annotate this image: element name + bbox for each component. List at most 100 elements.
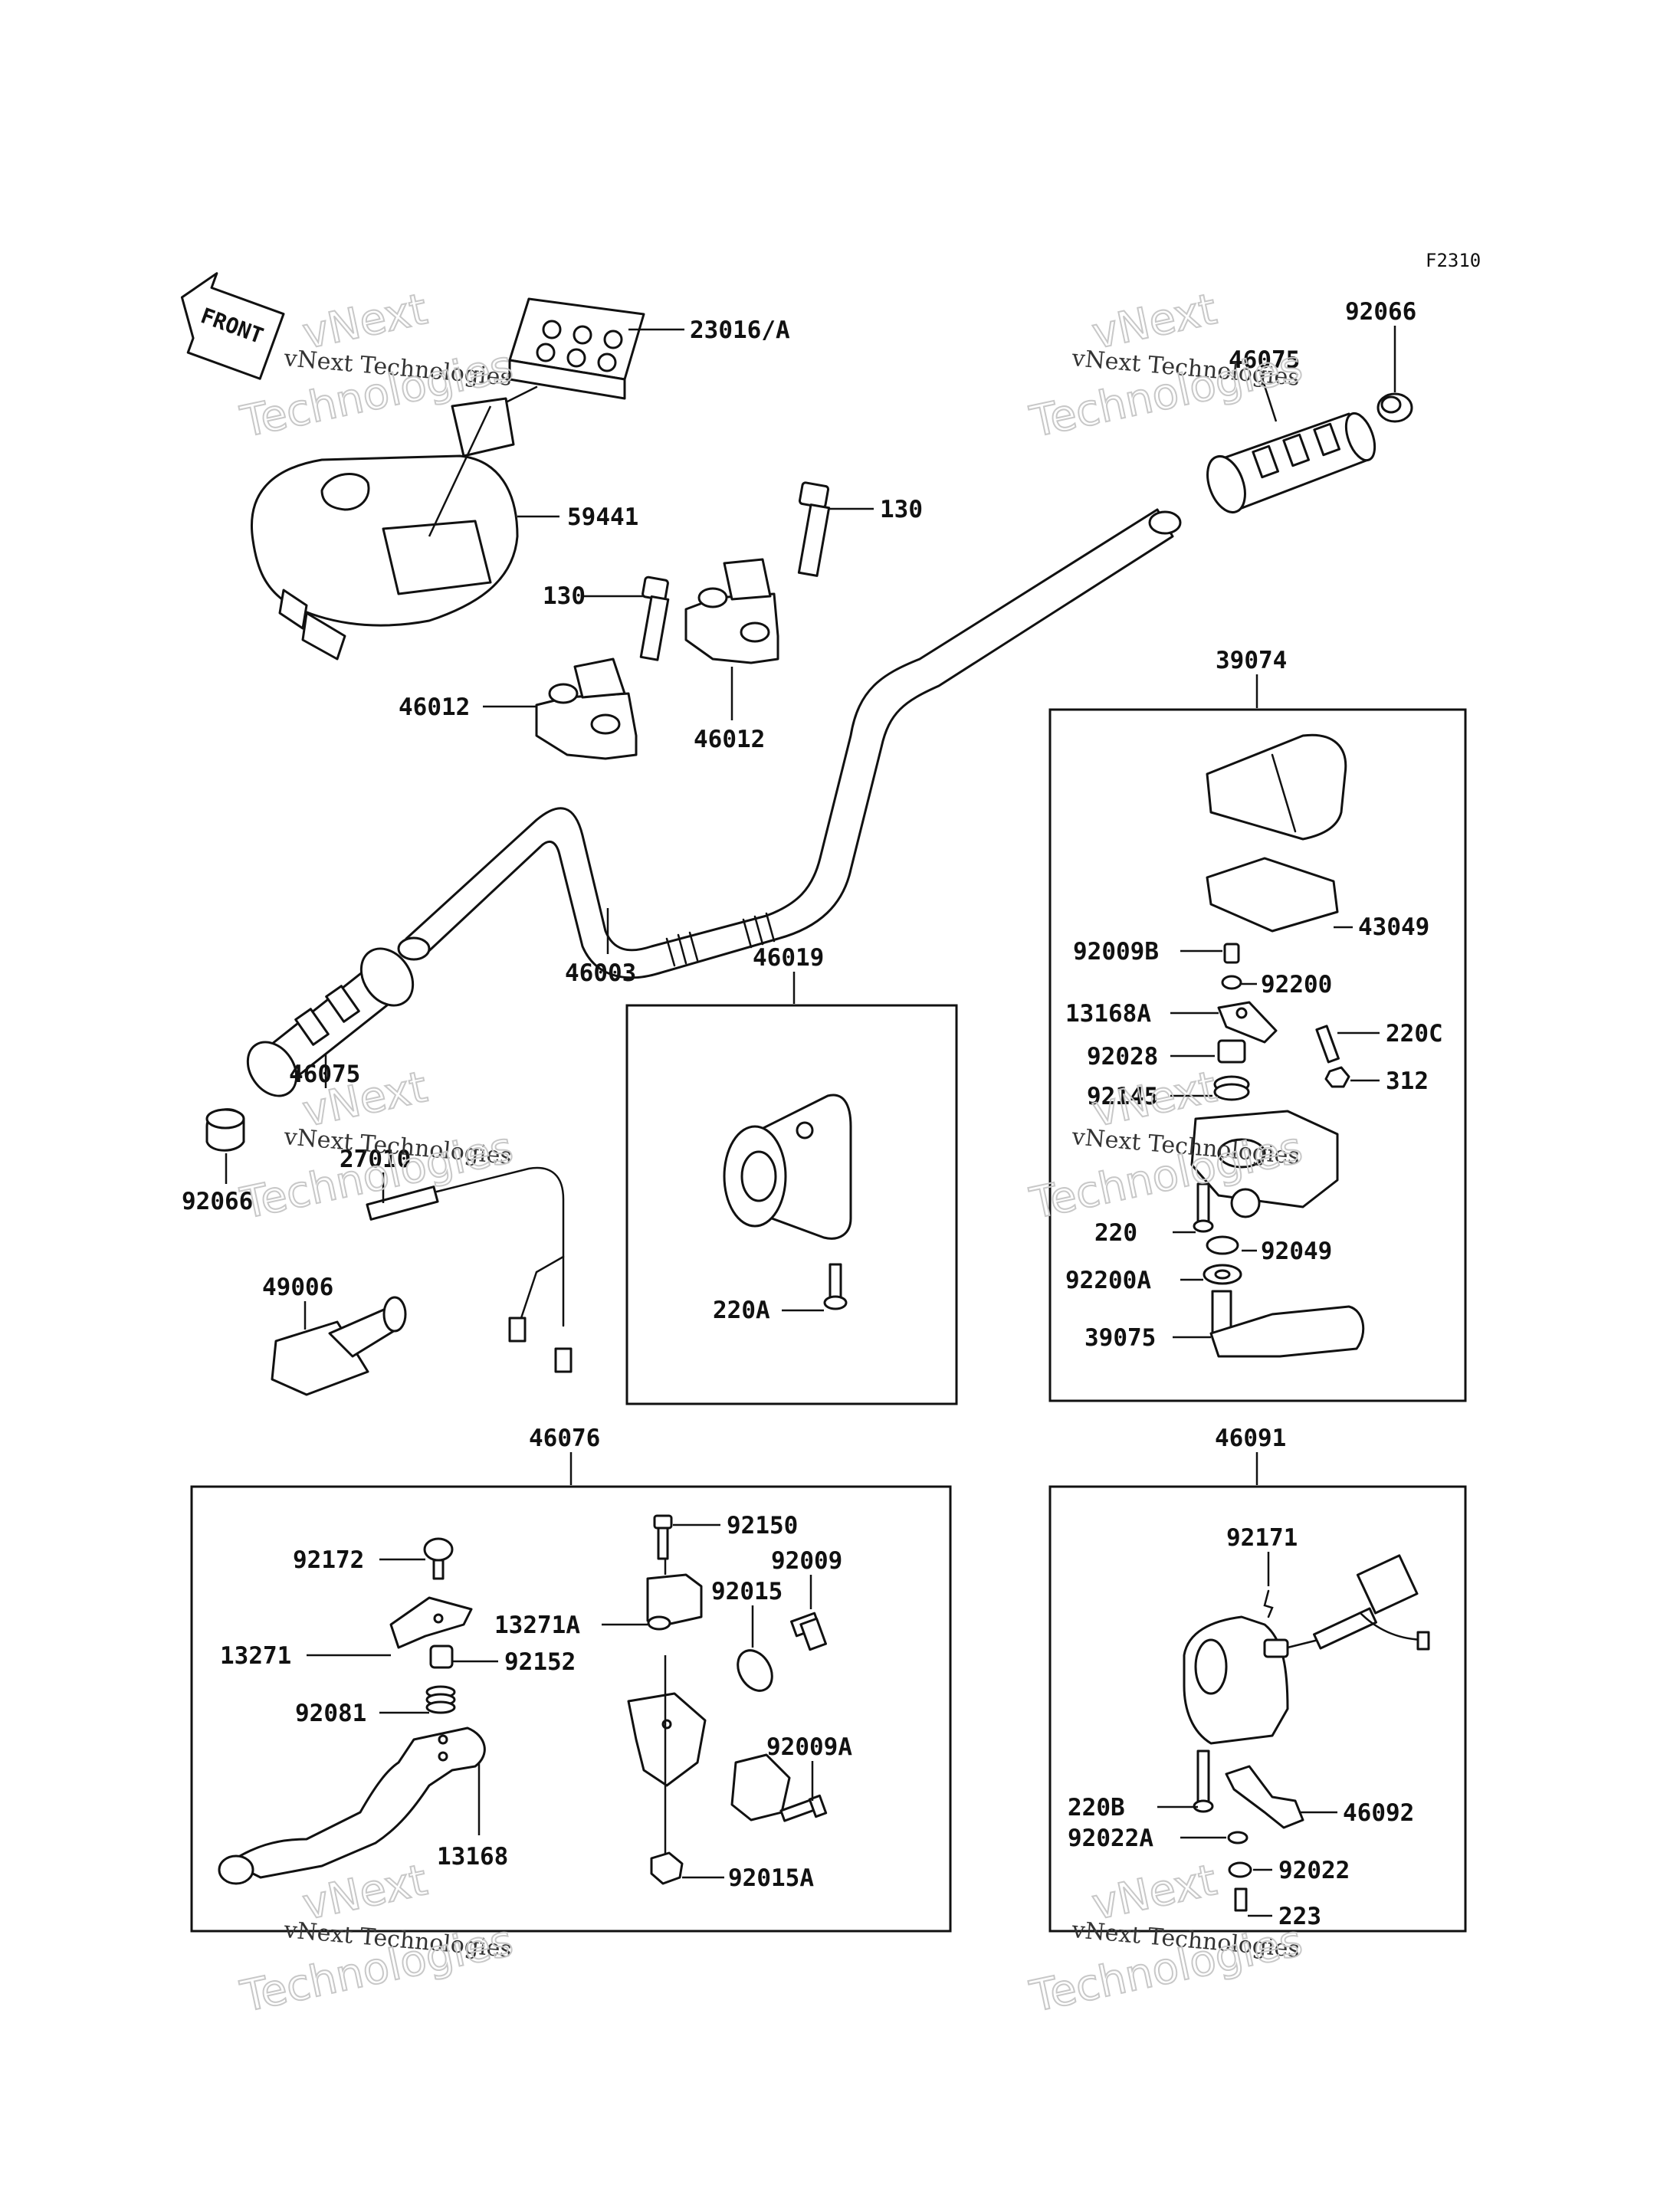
label-92172: 92172 [293,1546,364,1574]
part-220B-screw [1193,1749,1214,1813]
label-46012-b: 46012 [694,726,765,753]
label-23016A: 23016/A [690,316,790,344]
part-46019-throttle [723,1094,852,1240]
label-46003: 46003 [565,959,636,987]
label-223: 223 [1278,1903,1321,1930]
label-46092: 46092 [1343,1799,1414,1827]
part-49006-bracket [271,1296,407,1396]
part-92200-washer [1221,975,1242,990]
watermark-bottom-left: vNext vNext Technologies Technologies [235,1854,517,2023]
part-39074-housing [1190,1110,1339,1218]
label-92066-right: 92066 [1345,298,1416,326]
watermark-bottom-right: vNext vNext Technologies Technologies [1025,1854,1307,2023]
label-92171: 92171 [1226,1524,1298,1552]
label-46019: 46019 [753,944,824,972]
label-92022: 92022 [1278,1857,1350,1884]
part-23016-connector [451,297,645,457]
part-46012-clamp-a [535,657,638,760]
part-92200A-washer [1203,1264,1242,1285]
part-46003-handlebar [397,508,1182,979]
label-92200: 92200 [1261,971,1332,998]
label-46012-a: 46012 [399,694,470,721]
part-92066-end-left [205,1108,245,1152]
part-39075-lever [1209,1290,1365,1358]
label-92200A: 92200A [1065,1267,1151,1294]
label-46091: 46091 [1215,1425,1286,1452]
label-92015: 92015 [711,1578,783,1605]
label-220A: 220A [713,1297,770,1324]
box-39074 [1048,708,1467,1402]
part-13168-lever [218,1726,486,1885]
label-92009B: 92009B [1073,938,1159,966]
part-92152-collar [429,1644,454,1669]
label-39074: 39074 [1216,647,1287,674]
part-13271-plate [389,1596,473,1649]
label-43049: 43049 [1358,913,1429,941]
part-92150-screw [653,1514,673,1560]
part-130-bolt-b [797,481,831,577]
part-92145-spring [1213,1075,1250,1101]
label-312: 312 [1386,1067,1429,1095]
part-92028-collar [1217,1039,1246,1064]
leader-lines [225,326,1396,1917]
part-92081-spring [425,1685,456,1714]
part-46012-clamp-b [684,558,779,664]
box-46019 [625,1004,958,1405]
part-92049-washer [1206,1235,1239,1255]
part-46092-lever [1225,1765,1304,1829]
part-43049-plate [1206,857,1339,933]
label-13168: 13168 [437,1843,508,1871]
label-39075: 39075 [1084,1324,1156,1352]
part-92009A-screw [779,1794,828,1822]
label-92015A: 92015A [728,1864,814,1892]
part-223-screw [1234,1887,1248,1912]
label-49006: 49006 [262,1274,333,1301]
part-27010-switch [366,1166,573,1373]
label-92152: 92152 [504,1648,576,1676]
label-46076: 46076 [529,1425,600,1452]
svg-text:vNext: vNext [1088,1855,1221,1930]
label-92022A: 92022A [1068,1825,1153,1852]
label-92150: 92150 [727,1512,798,1540]
part-46076-holder [627,1692,791,1822]
label-92009A: 92009A [766,1733,852,1761]
part-59441-cover [251,454,519,661]
part-220A-screw [823,1263,848,1310]
label-220B: 220B [1068,1794,1125,1822]
part-220-screw [1193,1182,1214,1233]
label-92066-left: 92066 [182,1188,253,1215]
box-46091 [1048,1485,1467,1933]
label-13271: 13271 [220,1642,291,1670]
part-92009-screw [790,1612,827,1651]
part-46075-grip-right [1206,412,1376,513]
label-92081: 92081 [295,1700,366,1727]
label-59441: 59441 [567,503,638,531]
label-13271A: 13271A [494,1612,580,1639]
part-312-nut [1324,1066,1350,1088]
label-220: 220 [1094,1219,1137,1247]
figure-code: F2310 [1426,250,1481,271]
label-92049: 92049 [1261,1238,1332,1265]
part-46075-grip-left [246,947,415,1097]
part-39074-cover [1206,733,1347,841]
label-130-a: 130 [543,582,586,610]
label-92028: 92028 [1087,1043,1158,1071]
label-13168A: 13168A [1065,1000,1151,1028]
part-92015-nut [737,1649,773,1692]
watermark-mid-right: vNext vNext Technologies Technologies [1025,1061,1307,1230]
box-46076 [190,1485,952,1933]
part-130-bolt-a [639,575,670,661]
part-13168A-arm [1217,1001,1278,1044]
part-92022-washer [1228,1861,1252,1878]
part-92171-screw [1263,1589,1274,1618]
front-arrow-icon: FRONT [180,272,285,380]
part-92172-screw [423,1537,454,1580]
label-46075-right: 46075 [1229,346,1300,374]
part-92009B-screw [1223,943,1240,964]
part-labels: 23016/A 59441 130 130 46012 46012 46003 … [182,298,1443,1930]
part-13271A-bracket [646,1573,703,1631]
label-220C: 220C [1386,1020,1443,1048]
part-220C-screw [1315,1025,1340,1064]
label-130-b: 130 [880,496,923,523]
